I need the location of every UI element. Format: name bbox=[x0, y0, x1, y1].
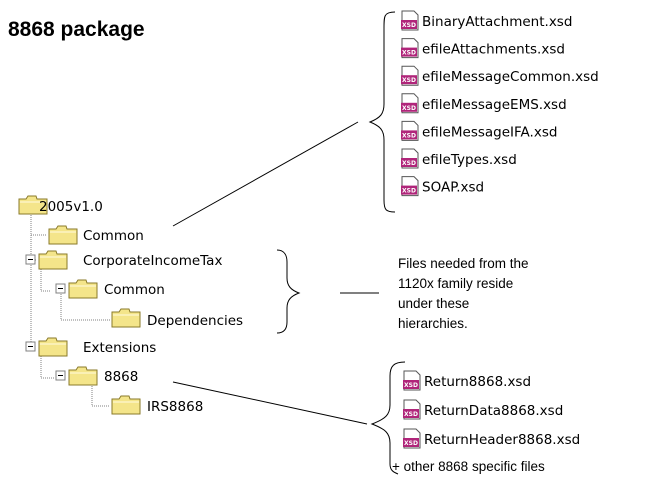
folder-icon bbox=[111, 308, 141, 328]
tree-node-extensions[interactable]: Extensions bbox=[38, 337, 156, 357]
page-title: 8868 package bbox=[8, 18, 145, 41]
svg-text:XSD: XSD bbox=[402, 132, 416, 139]
xsd-file-item[interactable]: XSD ReturnData8868.xsd bbox=[403, 399, 563, 420]
note-line-4: hierarchies. bbox=[398, 316, 468, 331]
folder-label: Dependencies bbox=[147, 313, 243, 329]
svg-text:XSD: XSD bbox=[404, 440, 418, 447]
middle-brace bbox=[276, 249, 301, 334]
folder-label: Common bbox=[83, 228, 144, 244]
note-line-3: under these bbox=[398, 296, 469, 311]
xsd-file-item[interactable]: XSD efileMessageCommon.xsd bbox=[401, 65, 599, 86]
file-name: efileAttachments.xsd bbox=[422, 42, 565, 58]
xsd-file-icon: XSD bbox=[401, 148, 419, 169]
folder-icon bbox=[68, 366, 98, 386]
tree-node-8868[interactable]: 8868 bbox=[68, 366, 138, 386]
svg-text:XSD: XSD bbox=[402, 22, 416, 29]
collapse-toggle-cit-common[interactable] bbox=[55, 283, 66, 294]
bottom-brace bbox=[370, 361, 406, 475]
svg-text:XSD: XSD bbox=[402, 105, 416, 112]
folder-tree: 2005v1.0CommonCorporateIncomeTaxCommonDe… bbox=[18, 195, 243, 415]
folder-label: IRS8868 bbox=[147, 399, 203, 415]
folder-label: Common bbox=[104, 282, 165, 298]
xsd-file-item[interactable]: XSD efileMessageEMS.xsd bbox=[401, 93, 567, 114]
xsd-file-icon: XSD bbox=[401, 10, 419, 31]
folder-icon bbox=[38, 250, 68, 270]
tree-node-cit-common[interactable]: Common bbox=[68, 279, 165, 299]
folder-icon bbox=[68, 279, 98, 299]
file-name: efileMessageIFA.xsd bbox=[422, 124, 557, 140]
tree-node-dependencies[interactable]: Dependencies bbox=[111, 308, 243, 329]
file-name: SOAP.xsd bbox=[422, 180, 484, 196]
folder-icon bbox=[48, 225, 78, 245]
svg-text:XSD: XSD bbox=[402, 50, 416, 57]
xsd-file-item[interactable]: XSD ReturnHeader8868.xsd bbox=[403, 428, 580, 449]
file-name: efileTypes.xsd bbox=[422, 152, 517, 168]
folder-label: Extensions bbox=[83, 340, 156, 356]
folder-icon bbox=[18, 195, 48, 215]
xsd-file-item[interactable]: XSD efileAttachments.xsd bbox=[401, 38, 565, 59]
tree-connectors bbox=[30, 211, 110, 407]
common-pointer-line bbox=[172, 121, 359, 227]
svg-text:XSD: XSD bbox=[402, 77, 416, 84]
tree-node-root[interactable]: 2005v1.0 bbox=[18, 195, 103, 215]
note-line-1: Files needed from the bbox=[398, 256, 529, 271]
xsd-file-item[interactable]: XSD Return8868.xsd bbox=[403, 370, 531, 391]
collapse-toggle-corporate-income-tax[interactable] bbox=[25, 254, 36, 265]
svg-text:XSD: XSD bbox=[404, 411, 418, 418]
file-name: efileMessageEMS.xsd bbox=[422, 97, 567, 113]
extensions-pointer-line bbox=[172, 381, 368, 425]
xsd-file-icon: XSD bbox=[401, 93, 419, 114]
xsd-file-icon: XSD bbox=[401, 38, 419, 59]
tree-node-irs8868[interactable]: IRS8868 bbox=[111, 395, 203, 415]
collapse-toggle-8868[interactable] bbox=[55, 370, 66, 381]
folder-label: 2005v1.0 bbox=[39, 199, 103, 215]
xsd-file-icon: XSD bbox=[401, 120, 419, 141]
xsd-file-item[interactable]: XSD efileTypes.xsd bbox=[401, 148, 517, 169]
xsd-file-icon: XSD bbox=[403, 370, 421, 391]
tree-toggles bbox=[25, 254, 66, 381]
folder-label: CorporateIncomeTax bbox=[83, 253, 222, 269]
tree-node-common[interactable]: Common bbox=[48, 225, 144, 245]
file-name: Return8868.xsd bbox=[424, 374, 531, 390]
xsd-file-icon: XSD bbox=[403, 428, 421, 449]
xsd-file-icon: XSD bbox=[401, 65, 419, 86]
xsd-file-item[interactable]: XSD BinaryAttachment.xsd bbox=[401, 10, 572, 31]
top-brace bbox=[368, 11, 396, 213]
svg-text:XSD: XSD bbox=[402, 160, 416, 167]
return-files-note: + other 8868 specific files bbox=[392, 459, 545, 474]
svg-text:XSD: XSD bbox=[402, 188, 416, 195]
file-name: efileMessageCommon.xsd bbox=[422, 69, 599, 85]
collapse-toggle-extensions[interactable] bbox=[25, 341, 36, 352]
xsd-file-icon: XSD bbox=[401, 176, 419, 197]
file-name: ReturnData8868.xsd bbox=[424, 403, 563, 419]
xsd-file-icon: XSD bbox=[403, 399, 421, 420]
folder-label: 8868 bbox=[104, 369, 138, 385]
file-name: ReturnHeader8868.xsd bbox=[424, 432, 580, 448]
folder-icon bbox=[111, 395, 141, 415]
xsd-file-item[interactable]: XSD efileMessageIFA.xsd bbox=[401, 120, 557, 141]
note-line-2: 1120x family reside bbox=[398, 276, 513, 291]
tree-node-corporate-income-tax[interactable]: CorporateIncomeTax bbox=[38, 250, 222, 270]
svg-text:XSD: XSD bbox=[404, 382, 418, 389]
hierarchy-note: Files needed from the 1120x family resid… bbox=[398, 256, 529, 331]
xsd-file-item[interactable]: XSD SOAP.xsd bbox=[401, 176, 484, 197]
folder-icon bbox=[38, 337, 68, 357]
file-name: BinaryAttachment.xsd bbox=[422, 14, 572, 30]
